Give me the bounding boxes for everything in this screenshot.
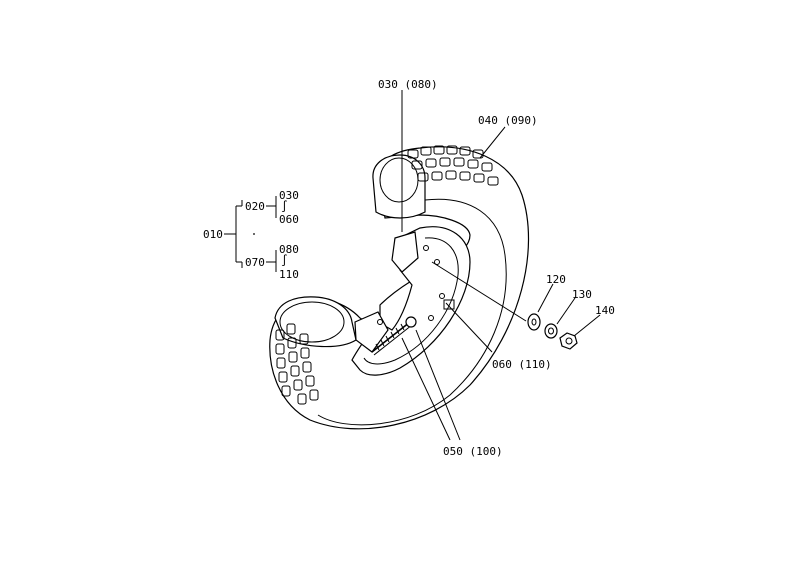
callout-lock-washer: 130	[572, 288, 592, 301]
tree-group-b-top: 080	[279, 243, 299, 256]
tread-bottom	[275, 323, 319, 405]
fasteners	[527, 313, 578, 350]
callout-bolt: 050 (100)	[443, 445, 503, 458]
leader-lines	[401, 90, 601, 441]
callout-rim: 060 (110)	[492, 358, 552, 371]
rim-drawing	[351, 226, 471, 376]
callout-tire: 040 (090)	[478, 114, 538, 127]
callout-tube: 030 (080)	[378, 78, 438, 91]
tree-group-a-label: 020	[245, 200, 265, 213]
svg-text:∫: ∫	[281, 254, 288, 267]
tree-group-b-bottom: 110	[279, 268, 299, 281]
svg-text:∫: ∫	[281, 200, 288, 213]
tree-group-b-label: 070	[245, 256, 265, 269]
parts-tree: 010 020 030 ∫ 060 070 080 ∫ 110	[203, 189, 299, 281]
tree-group-a-bottom: 060	[279, 213, 299, 226]
tire-drawing	[269, 145, 530, 430]
tree-root-label: 010	[203, 228, 223, 241]
callout-nut: 140	[595, 304, 615, 317]
tree-group-a-top: 030	[279, 189, 299, 202]
tread-top	[407, 145, 499, 186]
callout-washer: 120	[546, 273, 566, 286]
